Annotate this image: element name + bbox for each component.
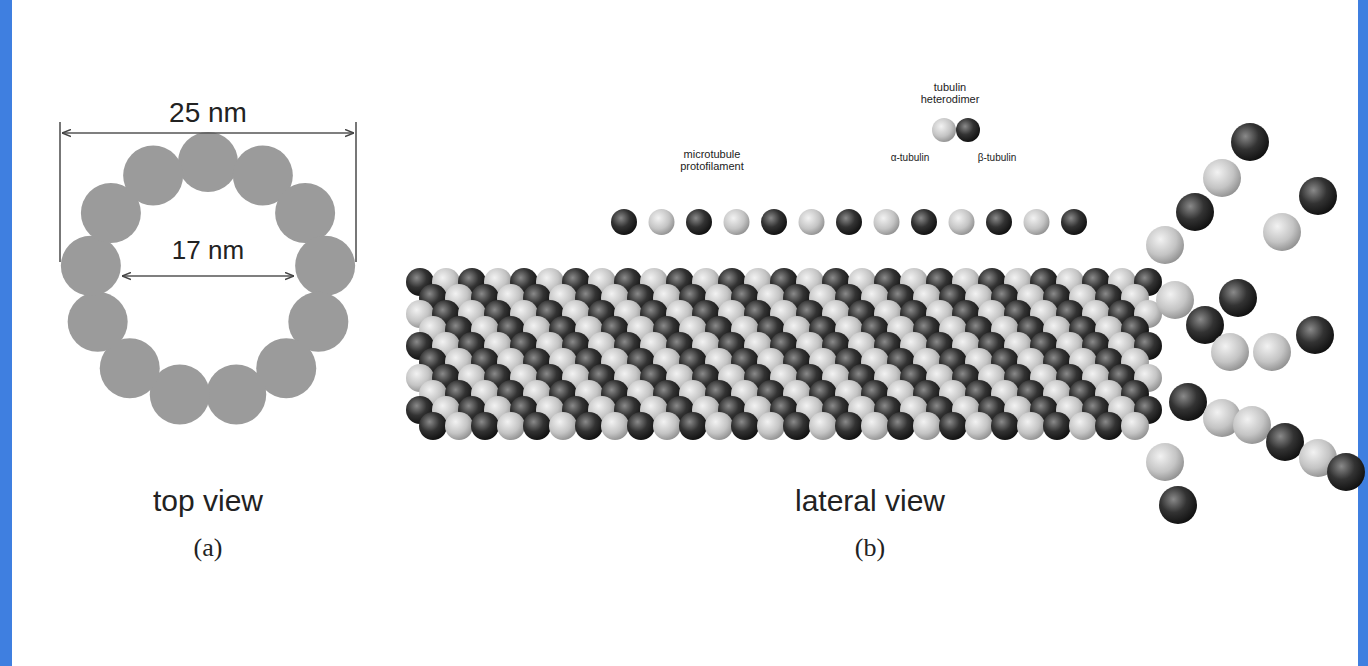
tubulin-monomer — [627, 412, 655, 440]
tubulin-monomer — [523, 412, 551, 440]
tubulin-monomer — [679, 412, 707, 440]
tubulin-monomer — [471, 412, 499, 440]
tubulin-subunit — [68, 292, 128, 352]
part-label: β-tubulin — [978, 152, 1017, 163]
view-caption: top view — [153, 484, 263, 517]
tubulin-monomer — [611, 209, 637, 235]
tubulin-monomer — [965, 412, 993, 440]
heterodimer — [932, 118, 980, 142]
tubulin-monomer — [835, 412, 863, 440]
tubulin-monomer — [991, 412, 1019, 440]
tubulin-monomer — [1176, 193, 1214, 231]
dimension-lines — [60, 122, 356, 276]
part-label: microtubule protofilament — [672, 148, 752, 172]
tubulin-monomer — [1156, 281, 1194, 319]
microtubule-lateral — [406, 268, 1162, 440]
protofilament — [611, 209, 1087, 235]
tubulin-monomer — [874, 209, 900, 235]
panel-letter: (b) — [855, 534, 885, 563]
tubulin-monomer — [445, 412, 473, 440]
part-label: tubulin heterodimer — [915, 81, 985, 105]
tubulin-monomer — [1296, 316, 1334, 354]
tubulin-monomer — [932, 118, 956, 142]
tubulin-monomer — [1024, 209, 1050, 235]
tubulin-monomer — [1263, 213, 1301, 251]
tubulin-monomer — [1095, 412, 1123, 440]
tubulin-monomer — [1017, 412, 1045, 440]
tubulin-monomer — [949, 209, 975, 235]
tubulin-monomer — [836, 209, 862, 235]
frayed-end — [1146, 123, 1365, 524]
tubulin-monomer — [649, 209, 675, 235]
tubulin-monomer — [653, 412, 681, 440]
tubulin-monomer — [1299, 177, 1337, 215]
tubulin-monomer — [783, 412, 811, 440]
tubulin-monomer — [601, 412, 629, 440]
tubulin-subunit — [206, 365, 266, 425]
tubulin-monomer — [1211, 333, 1249, 371]
tubulin-monomer — [911, 209, 937, 235]
tubulin-monomer — [419, 412, 447, 440]
tubulin-monomer — [1069, 412, 1097, 440]
tubulin-monomer — [861, 412, 889, 440]
part-label: α-tubulin — [891, 152, 930, 163]
view-caption: lateral view — [795, 484, 945, 517]
tubulin-monomer — [731, 412, 759, 440]
tubulin-monomer — [757, 412, 785, 440]
tubulin-monomer — [724, 209, 750, 235]
tubulin-monomer — [497, 412, 525, 440]
tubulin-subunit — [123, 146, 183, 206]
tubulin-subunit — [178, 132, 238, 192]
tubulin-monomer — [1169, 383, 1207, 421]
tubulin-monomer — [1159, 486, 1197, 524]
dimension-label: 17 nm — [172, 236, 244, 265]
tubulin-monomer — [1121, 412, 1149, 440]
cross-section-ring — [61, 132, 355, 425]
tubulin-monomer — [1061, 209, 1087, 235]
tubulin-monomer — [575, 412, 603, 440]
tubulin-monomer — [1266, 423, 1304, 461]
tubulin-monomer — [1231, 123, 1269, 161]
tubulin-monomer — [799, 209, 825, 235]
dimension-label: 25 nm — [169, 98, 247, 129]
tubulin-monomer — [887, 412, 915, 440]
tubulin-monomer — [809, 412, 837, 440]
tubulin-monomer — [986, 209, 1012, 235]
tubulin-monomer — [549, 412, 577, 440]
tubulin-monomer — [1146, 226, 1184, 264]
tubulin-monomer — [1253, 333, 1291, 371]
tubulin-monomer — [1203, 159, 1241, 197]
tubulin-monomer — [1219, 279, 1257, 317]
tubulin-monomer — [913, 412, 941, 440]
tubulin-monomer — [939, 412, 967, 440]
tubulin-subunit — [61, 236, 121, 296]
tubulin-monomer — [686, 209, 712, 235]
tubulin-monomer — [1233, 406, 1271, 444]
panel-letter: (a) — [194, 534, 223, 563]
tubulin-monomer — [761, 209, 787, 235]
tubulin-monomer — [1146, 443, 1184, 481]
tubulin-monomer — [1043, 412, 1071, 440]
tubulin-monomer — [705, 412, 733, 440]
tubulin-subunit — [295, 236, 355, 296]
tubulin-subunit — [275, 183, 335, 243]
tubulin-monomer — [956, 118, 980, 142]
tubulin-monomer — [1327, 453, 1365, 491]
